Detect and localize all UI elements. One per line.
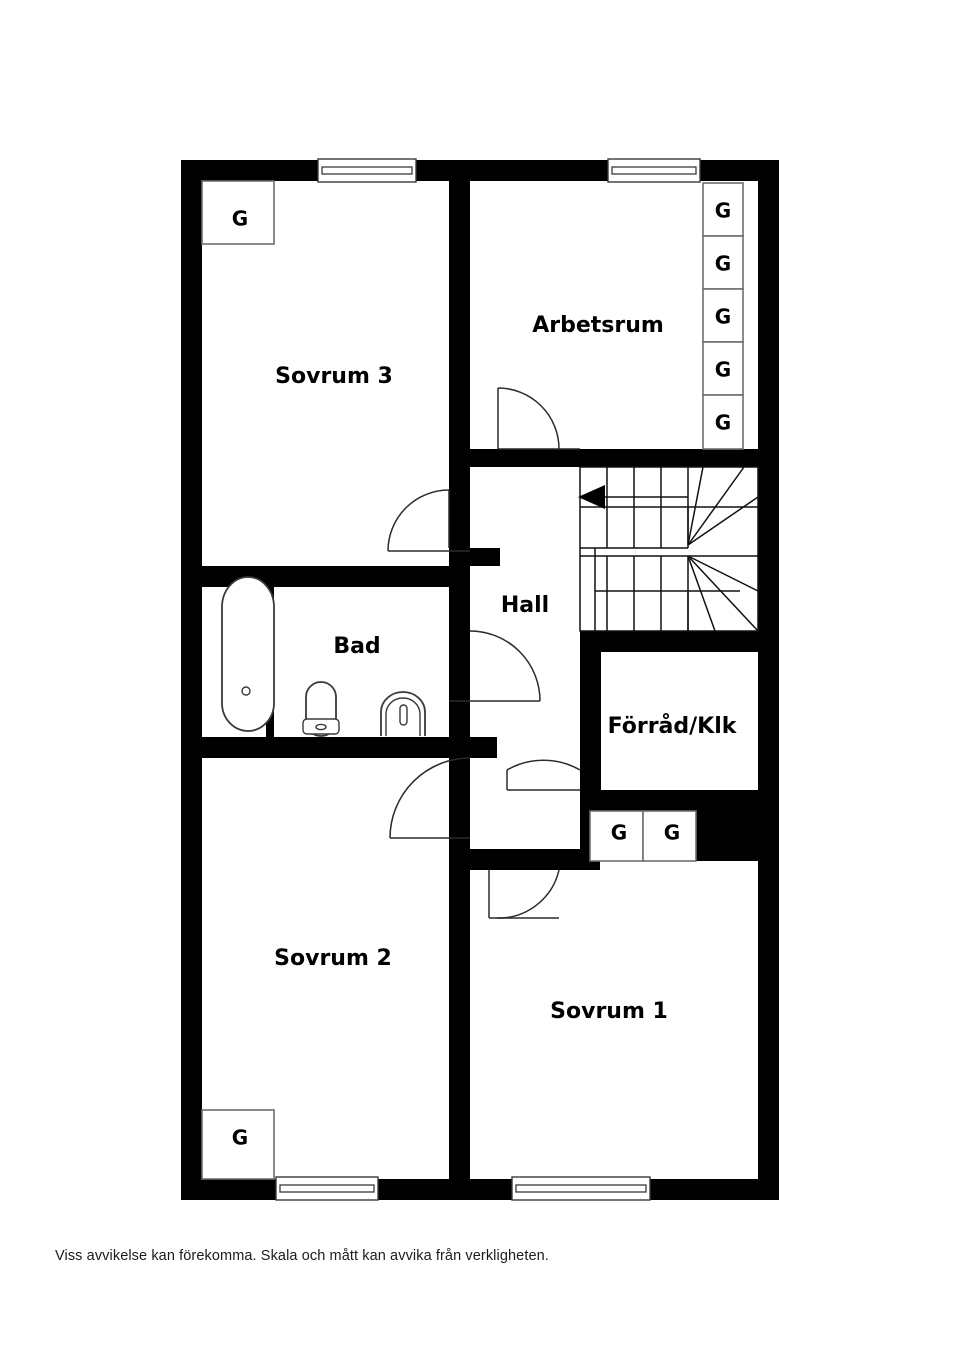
sink-fixture	[380, 691, 426, 736]
closets: G G G G G G	[201, 180, 744, 1180]
staircase	[578, 466, 759, 632]
disclaimer-caption: Viss avvikelse kan förekomma. Skala och …	[55, 1248, 549, 1264]
closet-label: G	[715, 252, 731, 276]
door-sovrum2	[389, 757, 471, 839]
room-label-hall: Hall	[501, 593, 549, 618]
closet-g-arbetsrum-3: G	[702, 288, 744, 343]
closet-label: G	[715, 358, 731, 382]
doors	[387, 387, 581, 919]
closet-g-forrad-1: G	[589, 810, 644, 862]
room-label-bad: Bad	[333, 634, 380, 659]
closet-label: G	[232, 207, 248, 231]
bathroom-fixtures	[221, 576, 426, 737]
closet-label: G	[715, 199, 731, 223]
closet-g-sovrum3: G	[201, 180, 275, 245]
window-sovrum1-bottom	[511, 1176, 651, 1201]
closet-g-forrad-2: G	[642, 810, 697, 862]
window-arbetsrum-top	[607, 158, 701, 183]
window-sovrum2-bottom	[275, 1176, 379, 1201]
windows	[275, 158, 701, 1201]
door-arbetsrum	[497, 387, 580, 450]
toilet-fixture	[302, 681, 340, 737]
closet-label: G	[611, 821, 627, 845]
room-label-sovrum2: Sovrum 2	[274, 946, 392, 971]
closet-label: G	[664, 821, 680, 845]
door-bad	[449, 630, 541, 702]
room-fills	[202, 181, 758, 1179]
room-label-sovrum3: Sovrum 3	[275, 364, 393, 389]
closet-label: G	[232, 1126, 248, 1150]
door-forrad	[506, 759, 581, 791]
door-sovrum1	[488, 869, 560, 919]
closet-g-arbetsrum-1: G	[702, 182, 744, 237]
closet-g-arbetsrum-4: G	[702, 341, 744, 396]
room-label-arbetsrum: Arbetsrum	[532, 313, 664, 338]
window-sovrum3-top	[317, 158, 417, 183]
closet-g-arbetsrum-2: G	[702, 235, 744, 290]
room-labels: Sovrum 3 Arbetsrum Hall Bad Förråd/Klk S…	[274, 313, 738, 1024]
stair-direction-arrow-icon	[578, 485, 605, 509]
room-label-sovrum1: Sovrum 1	[550, 999, 668, 1024]
closet-label: G	[715, 411, 731, 435]
door-sovrum3	[387, 489, 470, 552]
closet-label: G	[715, 305, 731, 329]
bathtub-fixture	[221, 576, 275, 732]
room-label-forrad: Förråd/Klk	[608, 713, 738, 739]
closet-g-sovrum2: G	[201, 1109, 275, 1180]
closet-g-arbetsrum-5: G	[702, 394, 744, 450]
